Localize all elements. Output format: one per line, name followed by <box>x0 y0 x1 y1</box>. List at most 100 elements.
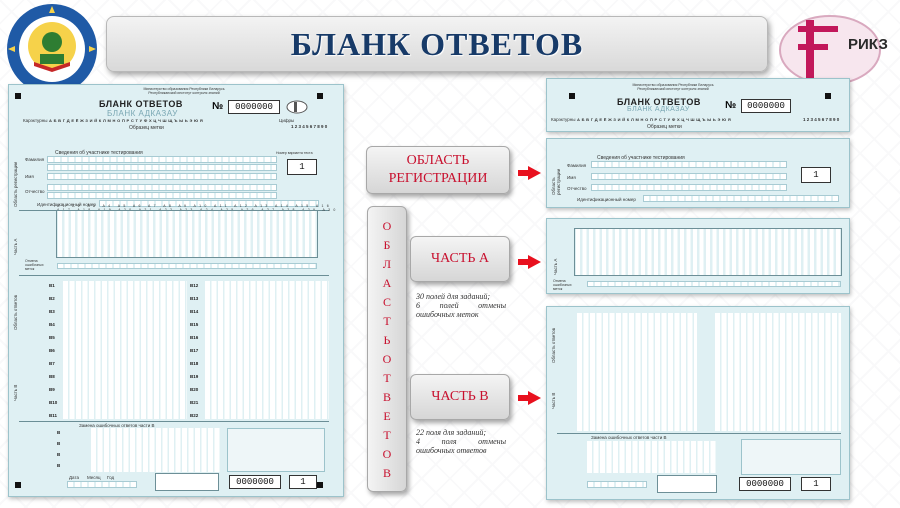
registration-area-button[interactable]: ОБЛАСТЬ РЕГИСТРАЦИИ <box>366 146 510 194</box>
replace-label: Замена ошибочных ответов части В <box>79 423 155 428</box>
surname-label: Фамилия <box>25 157 45 162</box>
b-label: B20 <box>190 387 199 392</box>
corner-marker <box>569 93 575 99</box>
registration-btn-line1: ОБЛАСТЬ <box>406 153 470 168</box>
footer-month-label: Месяц <box>87 475 101 480</box>
name-field[interactable] <box>47 173 277 180</box>
part-b-label: Часть В <box>13 384 18 401</box>
registration-info-label: Сведения об участнике тестирования <box>55 150 143 156</box>
b-label: B7 <box>49 361 55 366</box>
b-label: B11 <box>49 413 58 418</box>
b-label: B18 <box>190 361 199 366</box>
part-b-button[interactable]: ЧАСТЬ В <box>410 374 510 420</box>
replace-grid[interactable] <box>91 428 221 472</box>
ministry-emblem-logo <box>7 4 97 94</box>
number-sign: № <box>212 101 224 112</box>
crop-number-sign: № <box>725 100 737 111</box>
b-label: B15 <box>190 322 199 327</box>
part-a-columns: А1 А2 А3 А4 А5 А6 А7 А8 А9 А10 А11 А12 А… <box>57 204 339 212</box>
corner-marker <box>15 482 21 488</box>
part-a-answer-grid[interactable] <box>56 210 318 258</box>
replace-row-label: В <box>57 441 61 446</box>
crop-part-b-right-grid[interactable] <box>715 313 841 431</box>
b-label: B10 <box>49 400 58 405</box>
instructions-box <box>227 428 325 472</box>
crop-footer-date[interactable] <box>587 481 647 488</box>
part-b-left-grid[interactable] <box>63 281 187 419</box>
footer-date-field[interactable] <box>67 481 137 488</box>
cancel-marks-row[interactable] <box>57 263 317 269</box>
form-subtitle: БЛАНК АДКАЗАУ <box>107 109 178 118</box>
crop-name-field[interactable] <box>591 173 787 180</box>
b-label: B17 <box>190 348 199 353</box>
form-number: 0000000 <box>228 100 280 114</box>
signature-box[interactable] <box>155 473 219 491</box>
name-label: Имя <box>25 174 34 179</box>
replace-row-label: В <box>57 463 61 468</box>
crop-id-field[interactable] <box>643 195 839 202</box>
b-label: B2 <box>49 296 55 301</box>
sample-mark-label: Образец метки <box>129 125 164 131</box>
crop-name-label: Имя <box>567 175 576 180</box>
b-label: B3 <box>49 309 55 314</box>
registration-btn-line2: РЕГИСТРАЦИИ <box>388 171 488 186</box>
cancel-label: Отмена ошибочных меток <box>25 259 44 271</box>
crop-form-title: БЛАНК ОТВЕТОВ <box>617 97 701 107</box>
id-label: Идентификационный номер <box>37 202 96 207</box>
divider <box>19 210 329 211</box>
crop-ministry-header: Министерство образования Республики Бела… <box>632 83 714 91</box>
crop-form-subtitle: БЛАНК АДКАЗАУ <box>627 106 690 113</box>
crop-form-number: 0000000 <box>741 99 791 113</box>
answers-area-vertical-label: О Б Л А С Т Ь О Т В Е Т О В <box>367 206 407 492</box>
b-label: B12 <box>190 283 199 288</box>
surname-field-row2[interactable] <box>47 164 277 171</box>
crop-surname-field[interactable] <box>591 161 787 168</box>
footer-variant: 1 <box>289 475 317 489</box>
b-label: B9 <box>49 387 55 392</box>
crop-replace-grid[interactable] <box>587 441 717 473</box>
id-field[interactable] <box>99 200 319 207</box>
replace-row-label: В <box>57 430 61 435</box>
part-a-btn-label: ЧАСТЬ А <box>430 251 490 266</box>
crop-part-a-grid[interactable] <box>574 228 842 276</box>
patronymic-field[interactable] <box>47 184 277 191</box>
variant-number: 1 <box>287 159 317 175</box>
crop-cancel-row[interactable] <box>587 281 841 287</box>
answers-area-letters: О Б Л А С Т Ь О Т В Е Т О В <box>382 219 392 480</box>
digits-label: Цифры <box>279 118 295 123</box>
replace-row-label: В <box>57 452 61 457</box>
form-crop-registration: Область регистрации Сведения об участник… <box>546 138 850 208</box>
crop-footer-variant: 1 <box>801 477 831 491</box>
crop-part-b-label: Часть В <box>551 392 556 409</box>
letters-label: Карэктурны <box>23 118 48 123</box>
patronymic-field-row2[interactable] <box>47 192 277 199</box>
crop-part-b-left-grid[interactable] <box>577 313 697 431</box>
b-label: B4 <box>49 322 55 327</box>
crop-registration-area-label: Область регистрации <box>551 168 561 195</box>
b-label: B16 <box>190 335 199 340</box>
crop-registration-info: Сведения об участнике тестирования <box>597 155 685 161</box>
b-label: B13 <box>190 296 199 301</box>
part-b-btn-label: ЧАСТЬ В <box>431 389 489 404</box>
crop-cancel-label: Отмена ошибочных меток <box>553 279 572 291</box>
crop-signature-box[interactable] <box>657 475 717 493</box>
part-b-right-grid[interactable] <box>205 281 329 419</box>
b-label: B1 <box>49 283 55 288</box>
crop-part-a-label: Часть А <box>553 258 558 275</box>
part-a-button[interactable]: ЧАСТЬ А <box>410 236 510 282</box>
rikz-logo: РИКЗ <box>776 10 896 88</box>
crop-letters-label: Карэктурны <box>551 117 576 122</box>
b-label: B22 <box>190 413 199 418</box>
surname-field[interactable] <box>47 156 277 163</box>
page-title-banner: БЛАНК ОТВЕТОВ <box>106 16 768 72</box>
footer-date-label: Дата <box>69 475 79 480</box>
col-label: А1 <box>57 204 68 208</box>
corner-marker <box>825 93 831 99</box>
alphabet-sample: А Б В Г Д Е Ё Ж З И Й К Л М Н О П Р С Т … <box>49 118 204 123</box>
crop-patronymic-field[interactable] <box>591 184 787 191</box>
arrow-to-part-b-icon <box>518 391 541 405</box>
form-crop-part-b: Область ответов Часть В Замена ошибочных… <box>546 306 850 500</box>
footer-number: 0000000 <box>229 475 281 489</box>
digits-sample: 1 2 3 4 5 6 7 8 9 0 <box>291 124 328 129</box>
b-label: B5 <box>49 335 55 340</box>
